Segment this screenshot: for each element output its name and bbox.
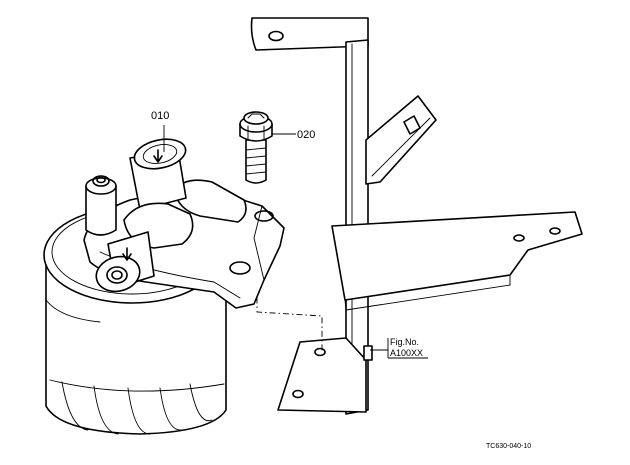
figure-ref-line1: Fig.No. (390, 337, 419, 347)
bolt-020 (239, 111, 273, 184)
figure-reference: Fig.No. A100XX (370, 337, 428, 359)
drawing-code: TC630-040-10 (486, 443, 531, 450)
figure-ref-line2: A100XX (390, 348, 423, 358)
fuel-filter-assembly (43, 138, 285, 435)
mounting-bracket (250, 17, 583, 415)
callout-010: 010 (151, 110, 169, 152)
callout-label-010: 010 (151, 110, 169, 122)
callout-020: 020 (272, 129, 315, 141)
callout-label-020: 020 (297, 129, 315, 141)
